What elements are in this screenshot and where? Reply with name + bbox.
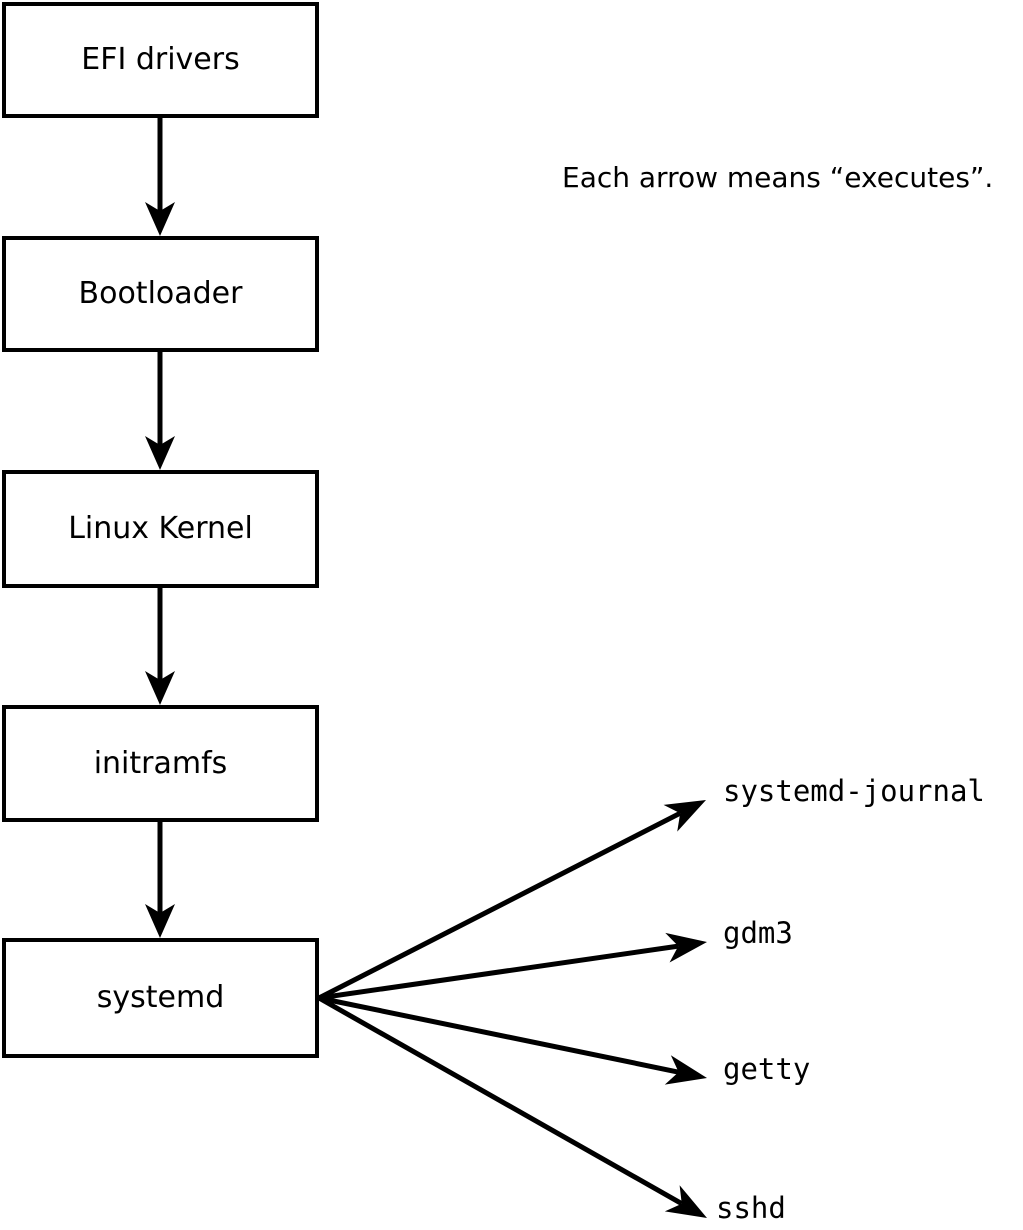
boot-stage-label: systemd [96, 980, 225, 1015]
service-arrow-head-gdm3 [665, 932, 707, 963]
chain-arrow-head-bootloader-to-kernel [145, 436, 175, 470]
boot-stage-box-systemd: systemd [2, 938, 319, 1058]
boot-stage-label: Linux Kernel [68, 511, 253, 546]
chain-arrow-head-kernel-to-initramfs [145, 671, 175, 705]
service-label-getty: getty [723, 1052, 811, 1086]
legend-caption: Each arrow means “executes”. [562, 161, 994, 194]
chain-arrow-head-initramfs-to-systemd [145, 904, 175, 938]
service-label-sshd: sshd [716, 1191, 786, 1225]
service-arrow-shaft-systemd-journal [317, 810, 682, 1001]
chain-arrow-head-efi-to-bootloader [145, 202, 175, 236]
boot-stage-box-efi-drivers: EFI drivers [2, 2, 319, 118]
boot-stage-box-bootloader: Bootloader [2, 236, 319, 352]
service-arrow-shaft-getty [318, 995, 680, 1075]
service-arrow-head-getty [664, 1055, 707, 1085]
boot-stage-label: Bootloader [78, 276, 243, 311]
fan-arrow-group [317, 800, 707, 1218]
boot-stage-label: EFI drivers [81, 42, 240, 77]
service-label-systemd-journal: systemd-journal [723, 774, 985, 808]
service-arrow-shaft-sshd [317, 995, 684, 1206]
boot-stage-label: initramfs [93, 745, 228, 781]
service-arrow-shaft-gdm3 [318, 943, 679, 1001]
service-arrow-head-systemd-journal [663, 800, 706, 832]
boot-stage-box-linux-kernel: Linux Kernel [2, 470, 319, 588]
service-label-gdm3: gdm3 [723, 916, 793, 950]
boot-stage-box-initramfs: initramfs [2, 705, 319, 822]
service-arrow-head-sshd [664, 1185, 707, 1218]
